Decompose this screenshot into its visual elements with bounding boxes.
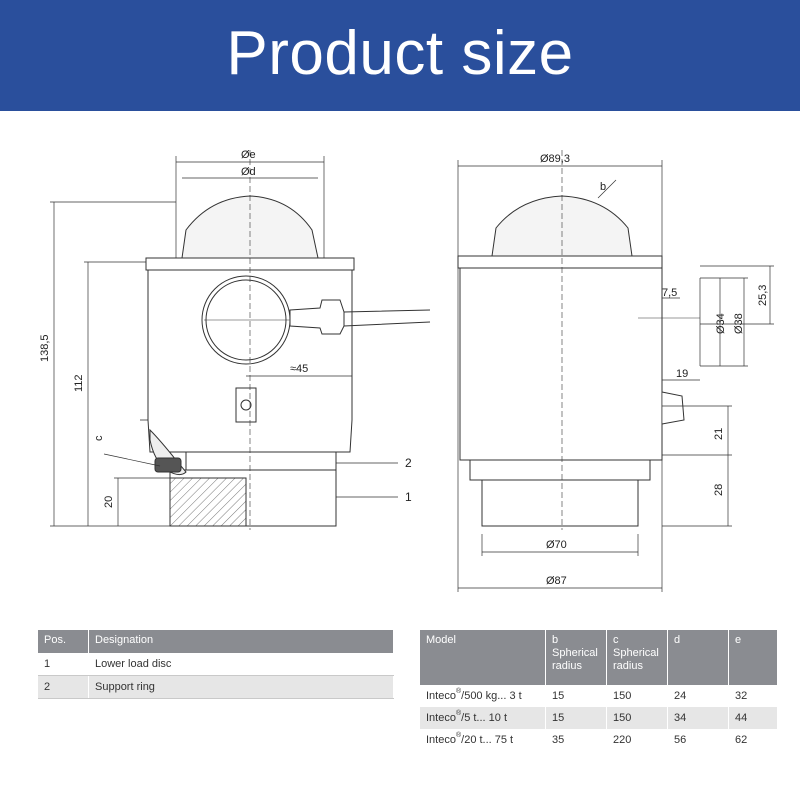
designation-cell: Support ring xyxy=(88,675,394,699)
b-cell: 35 xyxy=(545,729,607,751)
technical-drawing: Øe Ød 138,5 112 ≈45 c 20 2 1 xyxy=(39,149,774,592)
dim-28-label: 28 xyxy=(713,484,725,496)
table-row: 1 Lower load disc xyxy=(38,653,394,676)
dim-87-label: Ø87 xyxy=(546,575,567,587)
e-cell: 44 xyxy=(728,707,778,729)
model-cell: Inteco®/5 t... 10 t xyxy=(420,707,546,729)
right-dimensions xyxy=(457,160,774,592)
right-view xyxy=(457,150,700,530)
left-support-ring xyxy=(185,451,337,471)
dim-112-label: 112 xyxy=(73,374,85,392)
d-cell: 24 xyxy=(667,685,729,707)
dim-e-label: Øe xyxy=(241,149,256,161)
table-row: Inteco®/5 t... 10 t 15 150 34 44 xyxy=(420,707,778,729)
col-designation: Designation xyxy=(88,630,394,653)
model-cell: Inteco®/500 kg... 3 t xyxy=(420,685,546,707)
dim-45-label: ≈45 xyxy=(290,363,308,375)
positions-header-row: Pos. Designation xyxy=(38,630,394,653)
dim-25-3-label: 25,3 xyxy=(757,285,769,306)
right-body xyxy=(459,267,663,461)
col-b: b Spherical radius xyxy=(545,630,607,685)
d-cell: 56 xyxy=(667,729,729,751)
designation-cell: Lower load disc xyxy=(88,653,394,676)
d-cell: 34 xyxy=(667,707,729,729)
right-lower-disc xyxy=(481,479,639,527)
pos-cell: 1 xyxy=(38,653,89,676)
col-pos: Pos. xyxy=(38,630,89,653)
page-title: Product size xyxy=(226,19,574,88)
model-cell: Inteco®/20 t... 75 t xyxy=(420,729,546,751)
dim-19-label: 19 xyxy=(676,368,688,380)
cable xyxy=(343,309,431,327)
dim-138-label: 138,5 xyxy=(39,334,51,362)
callout-2: 2 xyxy=(405,456,412,470)
models-header-row: Model b Spherical radius c Spherical rad… xyxy=(420,630,778,685)
callout-1: 1 xyxy=(405,490,412,504)
c-cell: 150 xyxy=(606,707,668,729)
c-cell: 220 xyxy=(606,729,668,751)
right-top-rim xyxy=(457,255,663,269)
b-cell: 15 xyxy=(545,685,607,707)
right-bracket xyxy=(661,391,685,425)
pos-cell: 2 xyxy=(38,675,89,699)
col-d: d xyxy=(667,630,729,685)
title-banner: Product size xyxy=(0,0,800,111)
dim-21-label: 21 xyxy=(713,428,725,440)
e-cell: 62 xyxy=(728,729,778,751)
table-row: Inteco®/20 t... 75 t 35 220 56 62 xyxy=(420,729,778,751)
col-e: e xyxy=(728,630,778,685)
dim-20-label: 20 xyxy=(103,496,115,508)
dim-38-label: Ø38 xyxy=(733,313,745,334)
dim-7-5-label: 7,5 xyxy=(662,287,677,299)
dim-70-label: Ø70 xyxy=(546,539,567,551)
left-hatched-section xyxy=(169,477,247,527)
col-model: Model xyxy=(420,630,546,685)
e-cell: 32 xyxy=(728,685,778,707)
left-dimensions xyxy=(50,156,398,527)
col-c: c Spherical radius xyxy=(606,630,668,685)
b-cell: 15 xyxy=(545,707,607,729)
table-row: 2 Support ring xyxy=(38,675,394,699)
dim-b-label: b xyxy=(600,181,606,193)
c-cell: 150 xyxy=(606,685,668,707)
left-view xyxy=(140,150,431,530)
right-support-ring xyxy=(469,459,651,481)
dim-89-label: Ø89,3 xyxy=(540,153,570,165)
dim-34-label: Ø34 xyxy=(715,313,727,334)
positions-table: Pos. Designation 1 Lower load disc 2 Sup… xyxy=(38,630,394,699)
table-row: Inteco®/500 kg... 3 t 15 150 24 32 xyxy=(420,685,778,707)
dim-d-label: Ød xyxy=(241,166,256,178)
models-table: Model b Spherical radius c Spherical rad… xyxy=(420,630,778,751)
dim-c-label: c xyxy=(93,435,105,441)
